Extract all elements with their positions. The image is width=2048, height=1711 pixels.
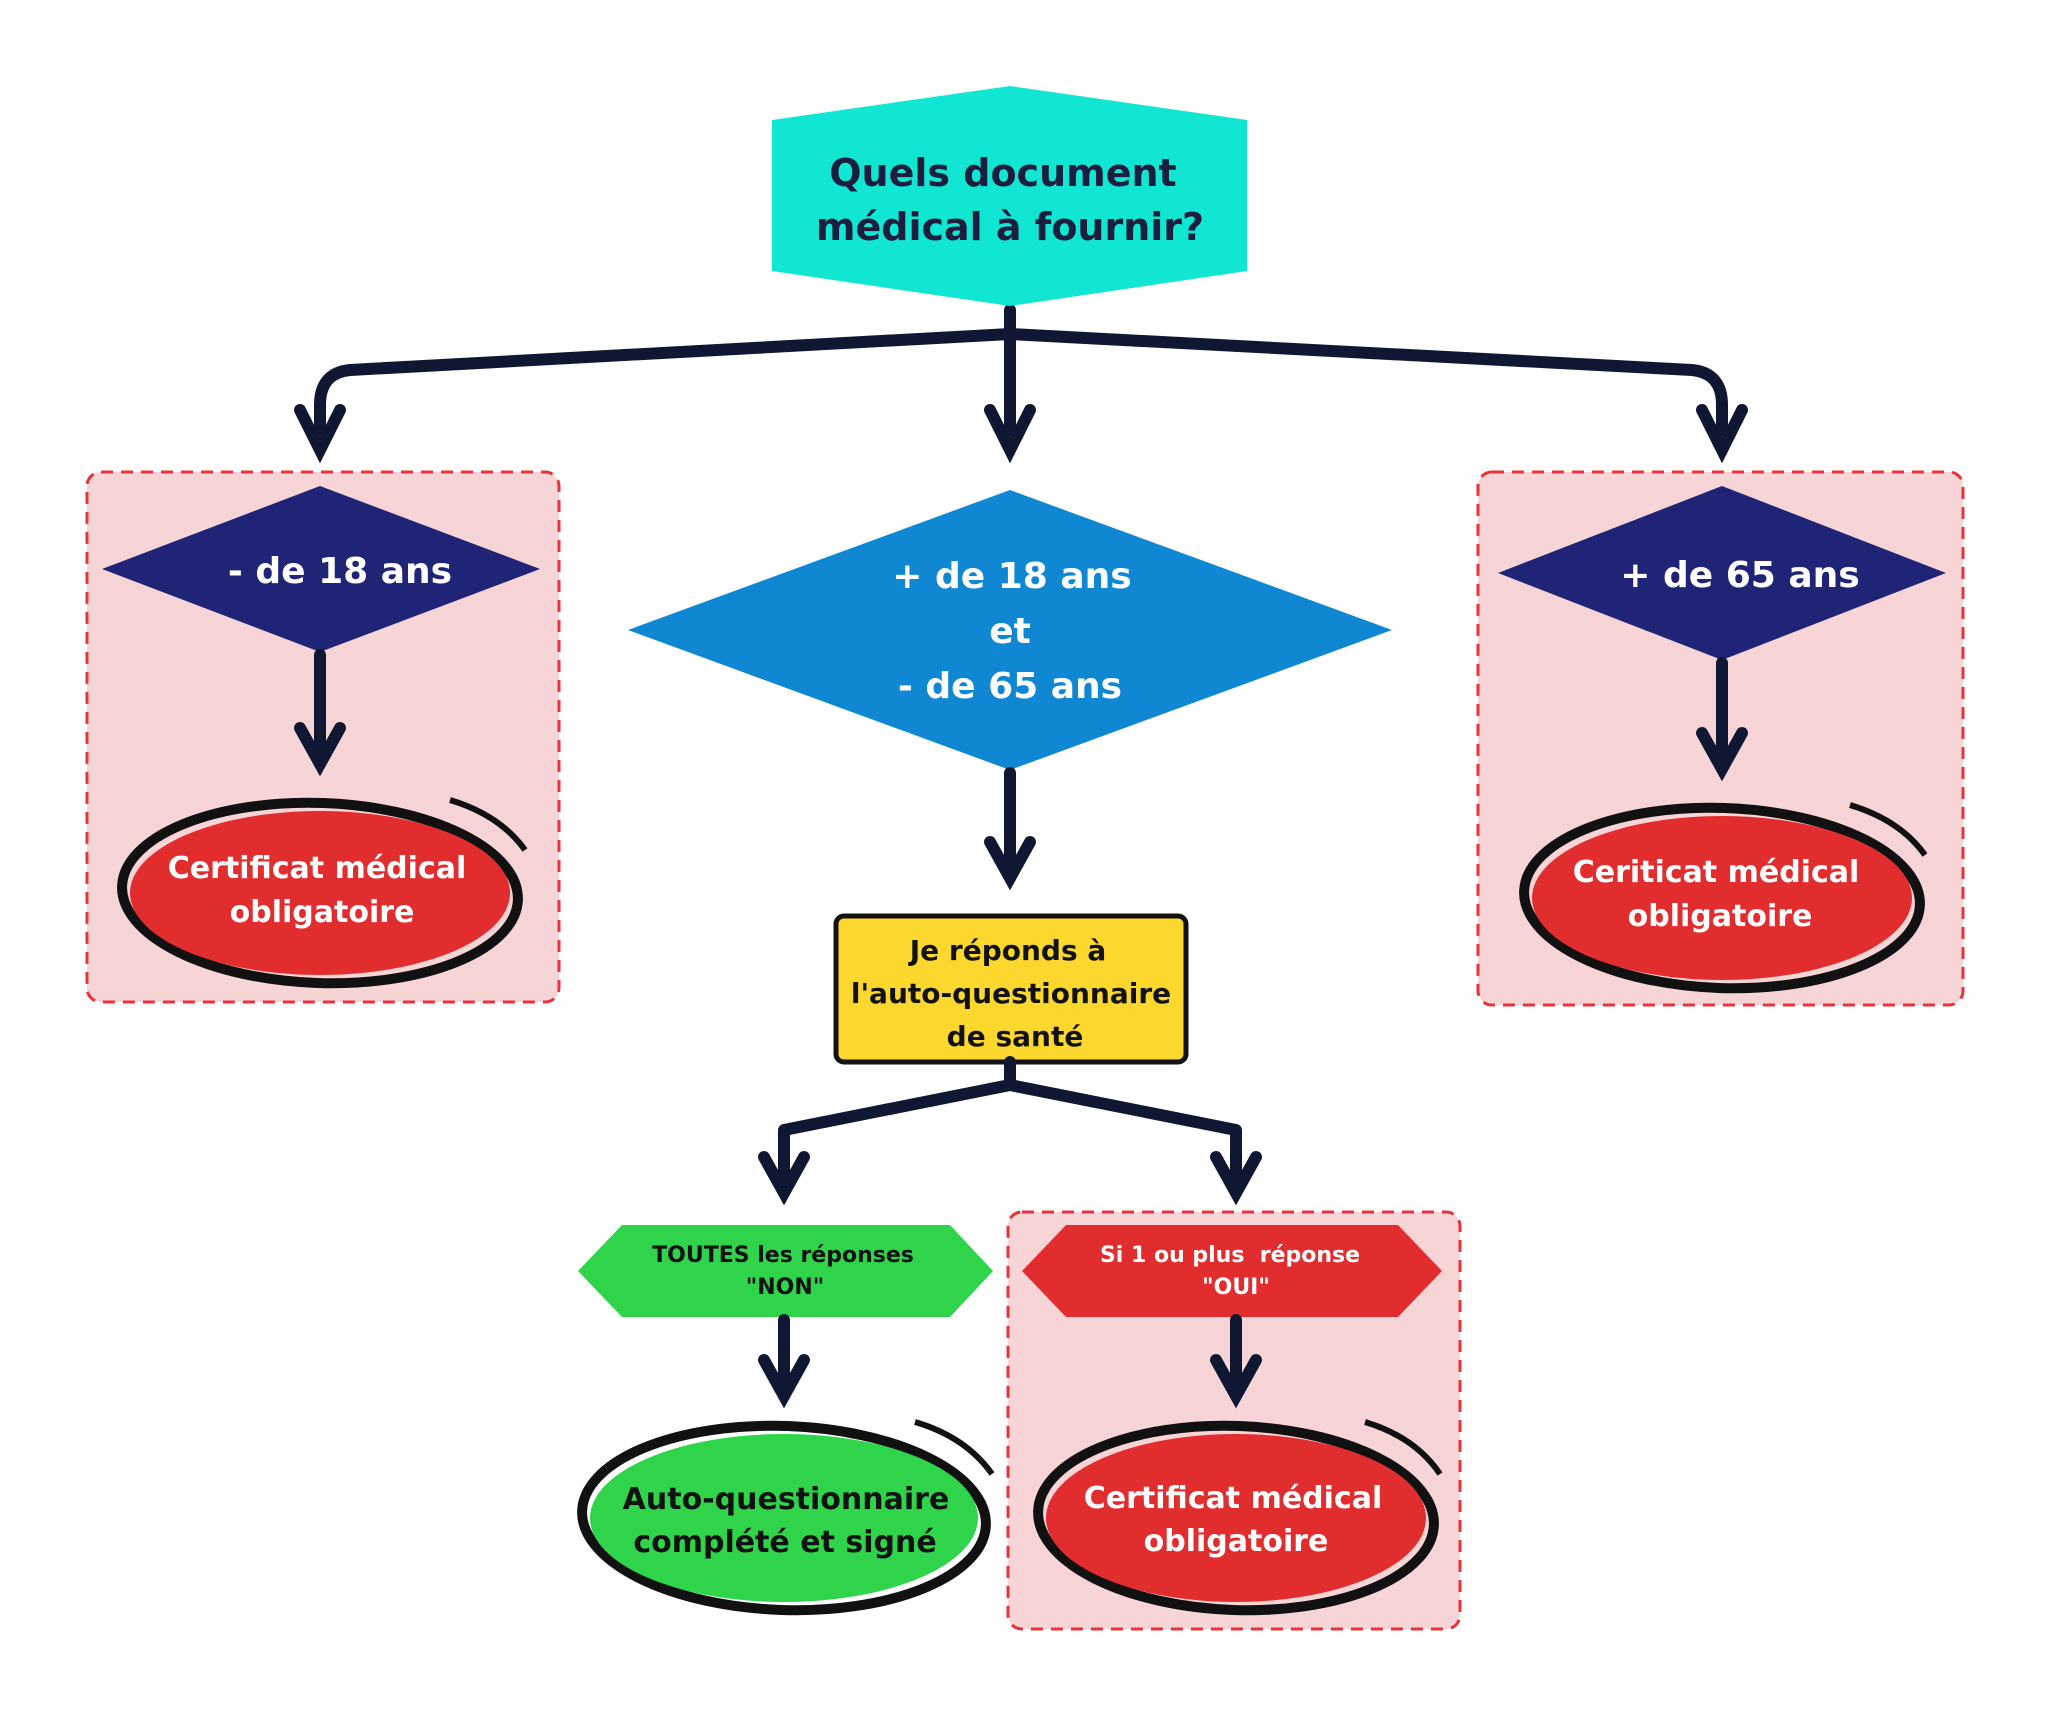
arrow-head-left — [294, 404, 346, 464]
bottom-right-result-line-2: obligatoire — [1144, 1524, 1329, 1559]
condition-18-65-line-1: + de 18 ans — [892, 556, 1131, 597]
arrow-head-bottom-left — [758, 1151, 810, 1206]
completed-questionnaire-ellipse — [577, 1419, 995, 1616]
all-no-line-1: TOUTES les réponses — [652, 1243, 914, 1268]
bottom-left-down-arrow-head — [758, 1354, 810, 1409]
condition-under-18-diamond — [102, 486, 540, 652]
middle-down-arrow-head — [984, 836, 1036, 891]
questionnaire-line-2: l'auto-questionnaire — [851, 977, 1171, 1010]
arrow-head-middle — [984, 404, 1036, 464]
one-yes-line-1: Si 1 ou plus réponse — [1100, 1243, 1360, 1268]
bottom-connector — [778, 1056, 1242, 1181]
top-connector — [314, 304, 1728, 436]
title-line-1: Quels document — [829, 151, 1176, 195]
condition-18-65-line-3: - de 65 ans — [898, 666, 1122, 707]
title-box — [772, 86, 1247, 306]
completed-questionnaire-line-2: complété et signé — [633, 1525, 936, 1560]
left-result-line-2: obligatoire — [230, 895, 415, 930]
all-no-hexagon — [578, 1225, 993, 1317]
left-result-line-1: Certificat médical — [168, 851, 467, 886]
condition-18-65-diamond — [628, 490, 1392, 770]
condition-under-18-label: - de 18 ans — [228, 551, 452, 592]
one-yes-hexagon — [1022, 1225, 1442, 1317]
all-no-line-2: "NON" — [746, 1275, 824, 1300]
completed-questionnaire-line-1: Auto-questionnaire — [623, 1482, 950, 1517]
condition-over-65-label: + de 65 ans — [1620, 555, 1859, 596]
right-result-line-2: obligatoire — [1628, 899, 1813, 934]
bottom-right-result-ellipse — [1033, 1419, 1443, 1616]
right-down-arrow-head — [1696, 727, 1748, 782]
right-result-line-1: Ceriticat médical — [1573, 855, 1860, 890]
questionnaire-line-1: Je réponds à — [908, 934, 1107, 967]
arrow-head-bottom-right — [1210, 1151, 1262, 1206]
right-result-ellipse — [1519, 802, 1928, 994]
one-yes-line-2: "OUI" — [1202, 1275, 1270, 1300]
condition-18-65-line-2: et — [989, 611, 1031, 652]
title-line-2: médical à fournir? — [816, 205, 1204, 249]
left-down-arrow-head — [294, 722, 346, 777]
left-result-ellipse — [117, 797, 528, 989]
bottom-right-down-arrow-head — [1210, 1354, 1262, 1409]
condition-over-65-diamond — [1498, 486, 1946, 660]
arrow-head-right — [1696, 404, 1748, 464]
questionnaire-line-3: de santé — [947, 1020, 1084, 1053]
bottom-right-result-line-1: Certificat médical — [1084, 1481, 1383, 1516]
